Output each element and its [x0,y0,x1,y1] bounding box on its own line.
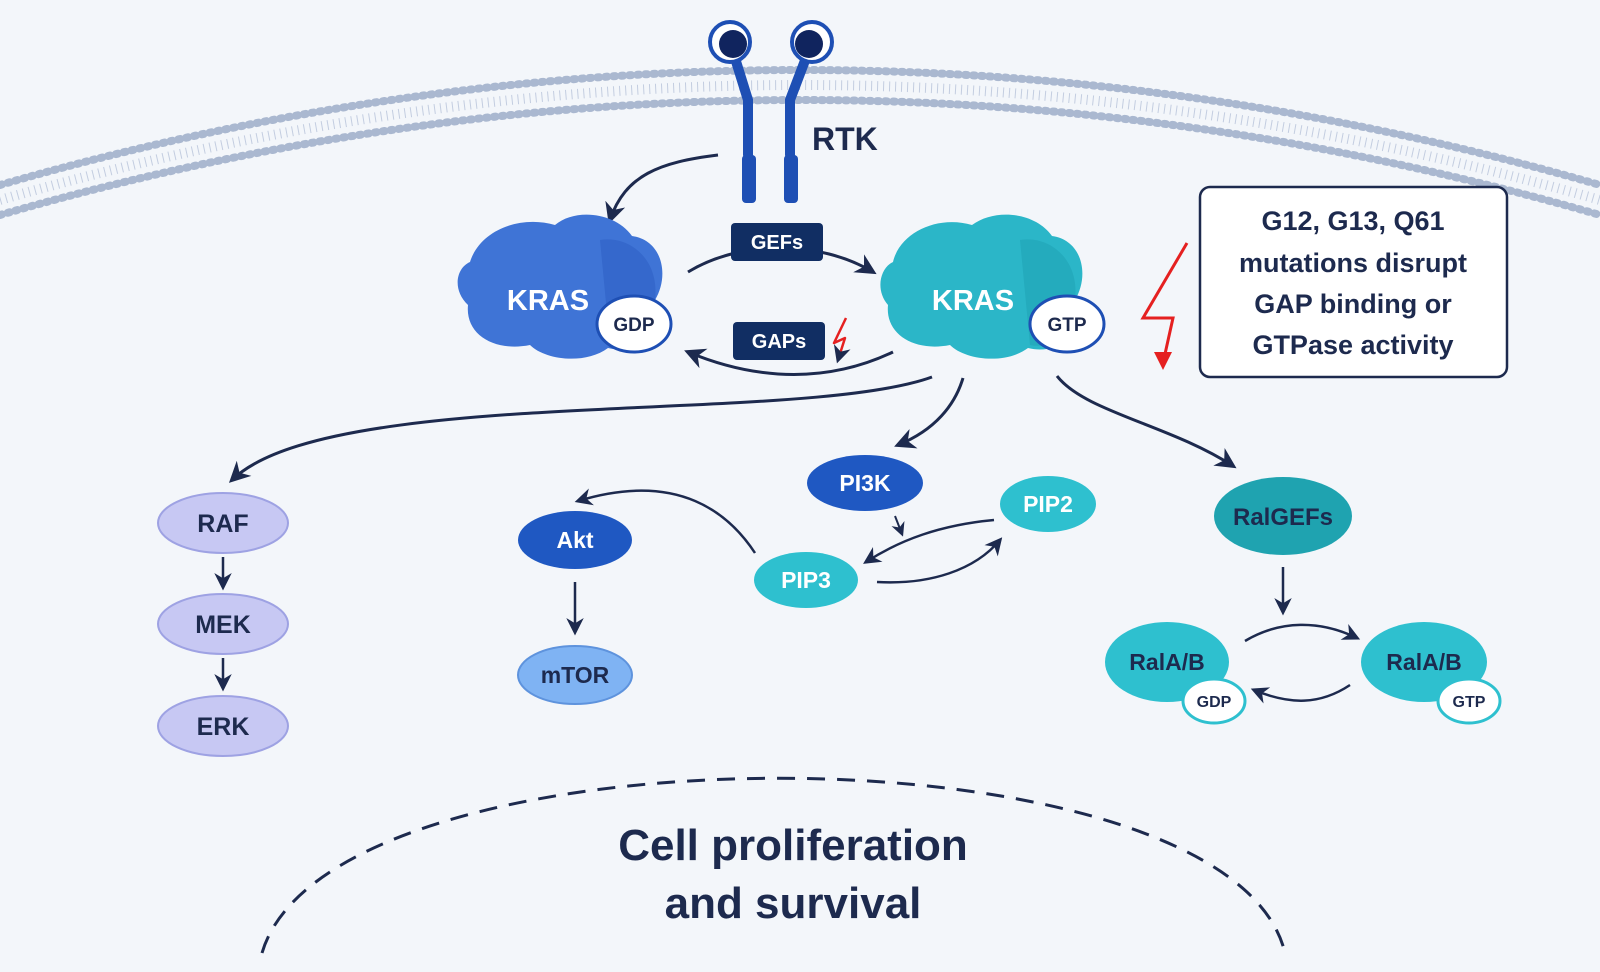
raf-label: RAF [197,510,248,538]
outcome-line-1: Cell proliferation [618,821,968,870]
ral-gdp-badge-label: GDP [1197,694,1232,711]
ral-gtp-label: RalA/B [1386,649,1461,675]
mutation-note-box [1198,185,1509,379]
pi3k-label: PI3K [839,470,891,496]
gtp-badge [1028,294,1106,354]
arrow-kras-to-pi3k [894,377,965,449]
erk-label: ERK [197,713,250,741]
pip2-node: PIP2 [1000,476,1096,532]
ral-gtp-node: RalA/B GTP [1361,622,1502,725]
mutation-note-line-4: GTPase activity [1252,330,1453,360]
lightning-bolt-icon [1140,242,1189,364]
arrow-pip2-to-pip3 [863,518,995,564]
kras-gdp-label: KRAS [507,285,589,317]
arrow-pip3-to-pip2 [876,537,1003,584]
rtk-label: RTK [812,121,878,157]
raf-node: RAF [157,492,289,554]
mtor-label: mTOR [541,662,610,688]
arrow-ral-gtp-to-gdp [1250,683,1351,704]
kras-gtp-label: KRAS [932,285,1014,317]
kras-gdp-node: KRAS GDP [457,214,673,359]
lightning-arrowhead [1154,352,1172,370]
gefs-box [731,223,823,261]
arrow-rtk-to-kras [605,153,719,224]
outcome-line-2: and survival [665,879,922,928]
ralgefs-label: RalGEFs [1233,504,1333,531]
pip3-node: PIP3 [754,552,858,608]
pip3-label: PIP3 [781,567,831,593]
mutation-note-line-1: G12, G13, Q61 [1261,206,1444,236]
ralgefs-node: RalGEFs [1214,477,1352,555]
pip2-label: PIP2 [1023,491,1073,517]
kras-gdp-badge-label: GDP [613,315,655,336]
arrow-pip3-to-akt [574,488,757,554]
gdp-badge [595,294,673,354]
ral-gdp-label: RalA/B [1129,649,1204,675]
arrow-kras-to-ralgefs [1055,375,1237,469]
ral-gtp-badge-label: GTP [1453,694,1486,711]
erk-node: ERK [157,695,289,757]
gaps-label: GAPs [752,331,806,353]
gaps-box [733,322,825,360]
arrow-ral-gdp-to-gtp [1244,623,1361,643]
akt-node: Akt [518,511,632,569]
rtk-receptor-icon [708,20,834,203]
nucleus-outline [260,776,1287,954]
kras-gtp-node: KRAS GTP [880,214,1106,359]
arrow-gaps [684,348,894,376]
mtor-node: mTOR [517,645,633,705]
pi3k-node: PI3K [807,455,923,511]
small-lightning-icon [832,317,851,364]
mek-node: MEK [157,593,289,655]
mutation-note-line-2: mutations disrupt [1239,248,1467,278]
mutation-note-line-3: GAP binding or [1254,289,1452,319]
mek-label: MEK [195,611,251,639]
ral-gdp-node: RalA/B GDP [1105,622,1247,725]
arrow-pi3k-down [891,515,905,537]
arrow-kras-to-raf [228,375,933,483]
kras-gtp-badge-label: GTP [1047,315,1086,336]
gefs-label: GEFs [751,232,803,254]
akt-label: Akt [556,527,593,553]
